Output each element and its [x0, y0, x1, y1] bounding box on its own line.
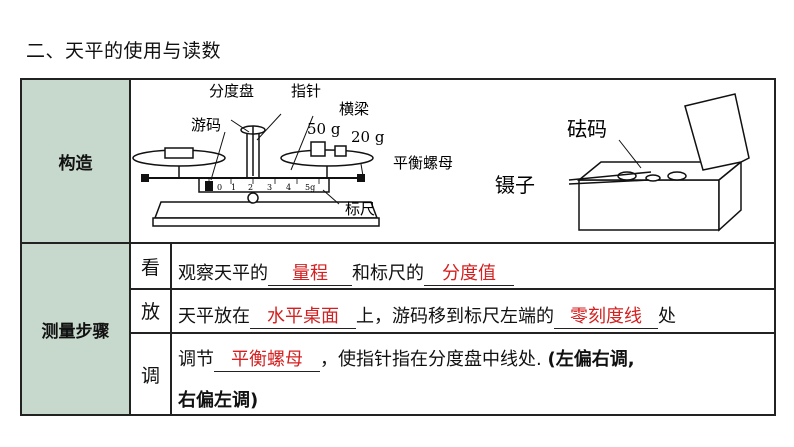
- label-rider: 游码: [191, 116, 221, 134]
- table-frame: [20, 78, 776, 416]
- center-knob: [247, 192, 259, 204]
- label-beam: 横梁: [339, 100, 369, 118]
- label-tweezers: 镊子: [495, 173, 535, 197]
- tick-4: 4: [286, 183, 291, 192]
- weights-in-box: [617, 171, 687, 182]
- blank-balance-nut: 平衡螺母: [214, 345, 320, 372]
- balance-nut-left: [141, 174, 149, 182]
- tweezers-shape: [568, 171, 652, 185]
- label-scale: 标尺: [345, 200, 375, 218]
- step-text-adjust-line2: 右偏左调): [178, 390, 259, 411]
- row-divider-1: [22, 242, 774, 244]
- tick-2: 2: [248, 183, 253, 192]
- weights-box: [576, 93, 750, 232]
- label-weights: 砝码: [567, 117, 607, 141]
- row-divider-2: [131, 288, 774, 290]
- weight-20g: [334, 145, 347, 157]
- blank-zero-mark: 零刻度线: [554, 302, 658, 329]
- blank-range: 量程: [268, 259, 352, 286]
- label-dial: 分度盘: [209, 82, 254, 100]
- right-pan: [280, 149, 374, 167]
- balance-nut-right: [357, 174, 365, 182]
- col-divider-2: [170, 244, 172, 414]
- measure-label: 测量步骤: [41, 321, 110, 342]
- balance-plinth: [152, 217, 380, 227]
- row-divider-3: [131, 332, 774, 334]
- section-title: 二、天平的使用与读数: [26, 40, 222, 62]
- step-text-look: 观察天平的量程和标尺的分度值: [178, 259, 514, 286]
- structure-label: 构造: [58, 153, 93, 174]
- tick-0: 0: [217, 183, 222, 192]
- blank-level-table: 水平桌面: [250, 302, 356, 329]
- step-key-look: 看: [140, 256, 160, 279]
- tick-5: 5g: [305, 183, 315, 192]
- label-50g: 50 g: [307, 120, 341, 138]
- label-pointer: 指针: [291, 82, 321, 100]
- tick-1: 1: [231, 183, 236, 192]
- weight-50g: [310, 141, 326, 157]
- col-divider-1: [129, 80, 131, 416]
- left-pan-object: [164, 147, 194, 159]
- balance-figure: 0 1 2 3 4 5g 分度盘 指针 横梁 游码 50 g 20 g 平衡螺母…: [132, 82, 750, 232]
- tick-3: 3: [267, 183, 272, 192]
- step-text-adjust: 调节平衡螺母，使指针指在分度盘中线处. (左偏右调,: [178, 345, 635, 372]
- step-key-adjust: 调: [140, 364, 160, 387]
- balance-base: [153, 201, 379, 219]
- step-key-place: 放: [140, 300, 160, 323]
- blank-division: 分度值: [424, 259, 514, 286]
- step-text-place: 天平放在水平桌面上，游码移到标尺左端的零刻度线处: [178, 302, 676, 329]
- rider: [205, 181, 213, 191]
- label-20g: 20 g: [351, 128, 385, 146]
- structure-label-cell: 构造: [22, 80, 129, 242]
- measure-label-cell: 测量步骤: [22, 244, 129, 414]
- label-balance-nut: 平衡螺母: [393, 154, 453, 172]
